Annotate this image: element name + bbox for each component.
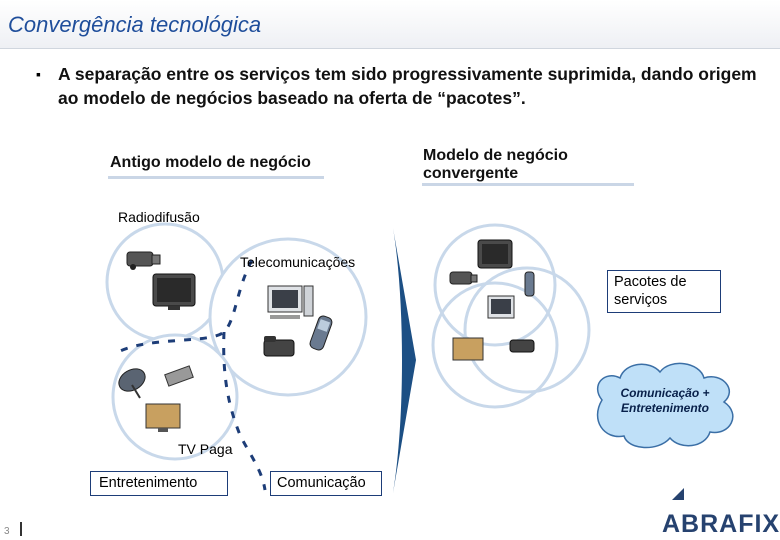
- pacotes-line1: Pacotes de: [614, 274, 687, 290]
- convergent-desk-phone-icon: [509, 339, 535, 353]
- old-model-underline: [108, 176, 324, 179]
- convergent-camcorder-icon: [449, 271, 478, 285]
- comunicacao-box: Comunicação: [270, 471, 382, 496]
- footer-divider: [20, 522, 22, 536]
- convergent-heading-line2: convergente: [423, 165, 519, 182]
- page-number: 3: [4, 526, 10, 537]
- flat-tv-icon: [145, 403, 181, 432]
- bullet-text: A separação entre os serviços tem sido p…: [58, 64, 757, 108]
- satellite-dish-icon: [118, 368, 146, 399]
- convergent-circle-top: [433, 223, 557, 347]
- radiodifusao-label: Radiodifusão: [118, 209, 200, 225]
- tv-icon: [152, 273, 196, 310]
- tv-paga-circle: [111, 333, 239, 461]
- convergent-circle-right: [463, 266, 591, 394]
- page-title: Convergência tecnológica: [8, 12, 262, 37]
- cloud-label: Comunicação + Entretenimento: [600, 386, 730, 416]
- entretenimento-box: Entretenimento: [90, 471, 228, 496]
- camcorder-icon: [126, 251, 161, 270]
- abrafix-logo-icon: [672, 488, 684, 500]
- title-bar: Convergência tecnológica: [0, 0, 780, 49]
- convergent-flat-tv-icon: [452, 337, 484, 361]
- desk-phone-icon: [263, 336, 295, 357]
- convergent-heading: Modelo de negócio convergente: [423, 147, 568, 183]
- computer-icon: [267, 285, 314, 319]
- receiver-icon: [164, 365, 194, 387]
- cloud-shape: [596, 362, 734, 449]
- old-model-heading: Antigo modelo de negócio: [110, 154, 311, 171]
- tv-paga-label: TV Paga: [178, 441, 233, 457]
- convergent-computer-icon: [487, 295, 515, 319]
- convergent-circle-bottom: [431, 281, 559, 409]
- convergent-mobile-icon: [524, 271, 535, 297]
- divider-lower: [222, 331, 267, 491]
- transition-arrow: [393, 228, 416, 493]
- cloud-label-line1: Comunicação +: [620, 386, 710, 400]
- mobile-phone-icon: [309, 315, 333, 351]
- cloud-label-line2: Entretenimento: [620, 401, 709, 415]
- convergent-tv-icon: [477, 239, 513, 269]
- telecomunicacoes-label: Telecomunicações: [240, 254, 356, 270]
- bullet-marker: ▪: [36, 66, 41, 82]
- convergent-heading-line1: Modelo de negócio: [423, 147, 568, 164]
- pacotes-box: Pacotes de serviços: [607, 270, 721, 313]
- pacotes-line2: serviços: [614, 292, 668, 308]
- convergent-underline: [422, 183, 634, 186]
- abrafix-logo: ABRAFIX: [662, 510, 780, 538]
